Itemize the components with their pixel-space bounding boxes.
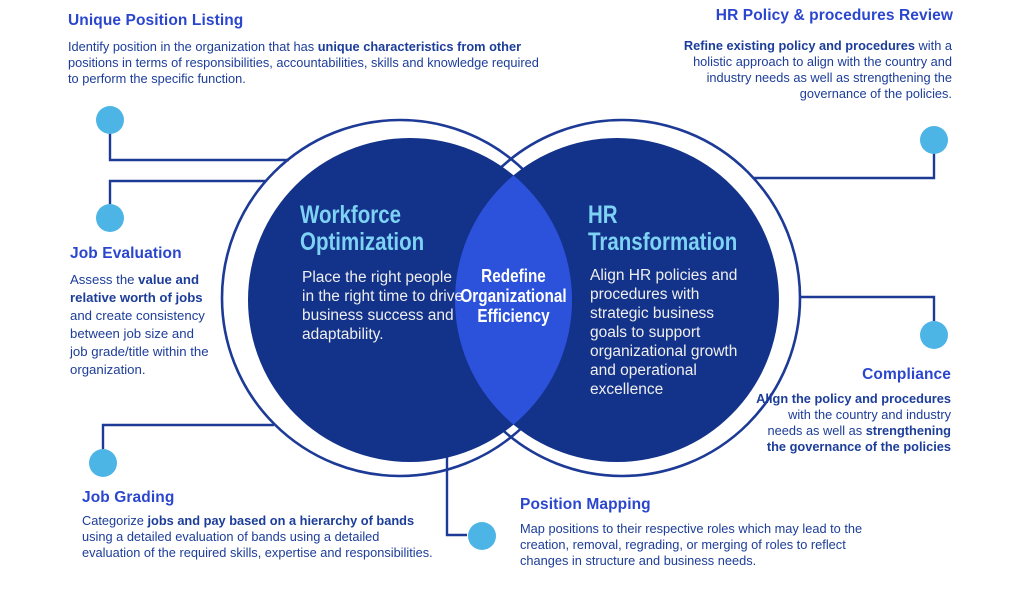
section-title-position-mapping: Position Mapping bbox=[520, 496, 651, 513]
dot-position-mapping bbox=[468, 522, 496, 550]
section-body-job-grading: Categorize jobs and pay based on a hiera… bbox=[82, 513, 433, 560]
dot-unique-position-listing bbox=[96, 106, 124, 134]
section-title-compliance: Compliance bbox=[862, 366, 951, 383]
section-body-compliance: Align the policy and procedures with the… bbox=[756, 391, 951, 454]
connector-compliance bbox=[799, 295, 936, 321]
section-title-job-grading: Job Grading bbox=[82, 489, 175, 506]
section-body-hr-policy-review: Refine existing policy and procedures wi… bbox=[683, 38, 952, 101]
connector-job-evaluation bbox=[108, 179, 266, 204]
section-title-unique-position-listing: Unique Position Listing bbox=[68, 12, 244, 29]
section-title-job-evaluation: Job Evaluation bbox=[70, 245, 182, 262]
section-title-hr-policy-review: HR Policy & procedures Review bbox=[715, 7, 953, 24]
dot-hr-policy-review bbox=[920, 126, 948, 154]
connector-hr-policy-review bbox=[753, 153, 936, 180]
venn-left-title: Workforce Optimization bbox=[300, 201, 425, 256]
connector-unique-position-listing bbox=[108, 132, 289, 162]
dot-job-grading bbox=[89, 449, 117, 477]
dot-job-evaluation bbox=[96, 204, 124, 232]
venn-intersection-lens bbox=[455, 138, 572, 462]
connector-job-grading bbox=[101, 423, 274, 449]
venn-left-body: Place the right people in the right time… bbox=[302, 269, 464, 343]
venn-right-title: HR Transformation bbox=[588, 201, 738, 256]
section-body-unique-position-listing: Identify position in the organization th… bbox=[68, 39, 539, 86]
section-body-job-evaluation: Assess the value and relative worth of j… bbox=[70, 272, 209, 377]
venn-center-label: Redefine Organizational Efficiency bbox=[460, 266, 567, 326]
connector-position-mapping bbox=[445, 457, 467, 537]
dot-compliance bbox=[920, 321, 948, 349]
venn-right-body: Align HR policies and procedures with st… bbox=[590, 267, 738, 398]
section-body-position-mapping: Map positions to their respective roles … bbox=[520, 521, 863, 568]
